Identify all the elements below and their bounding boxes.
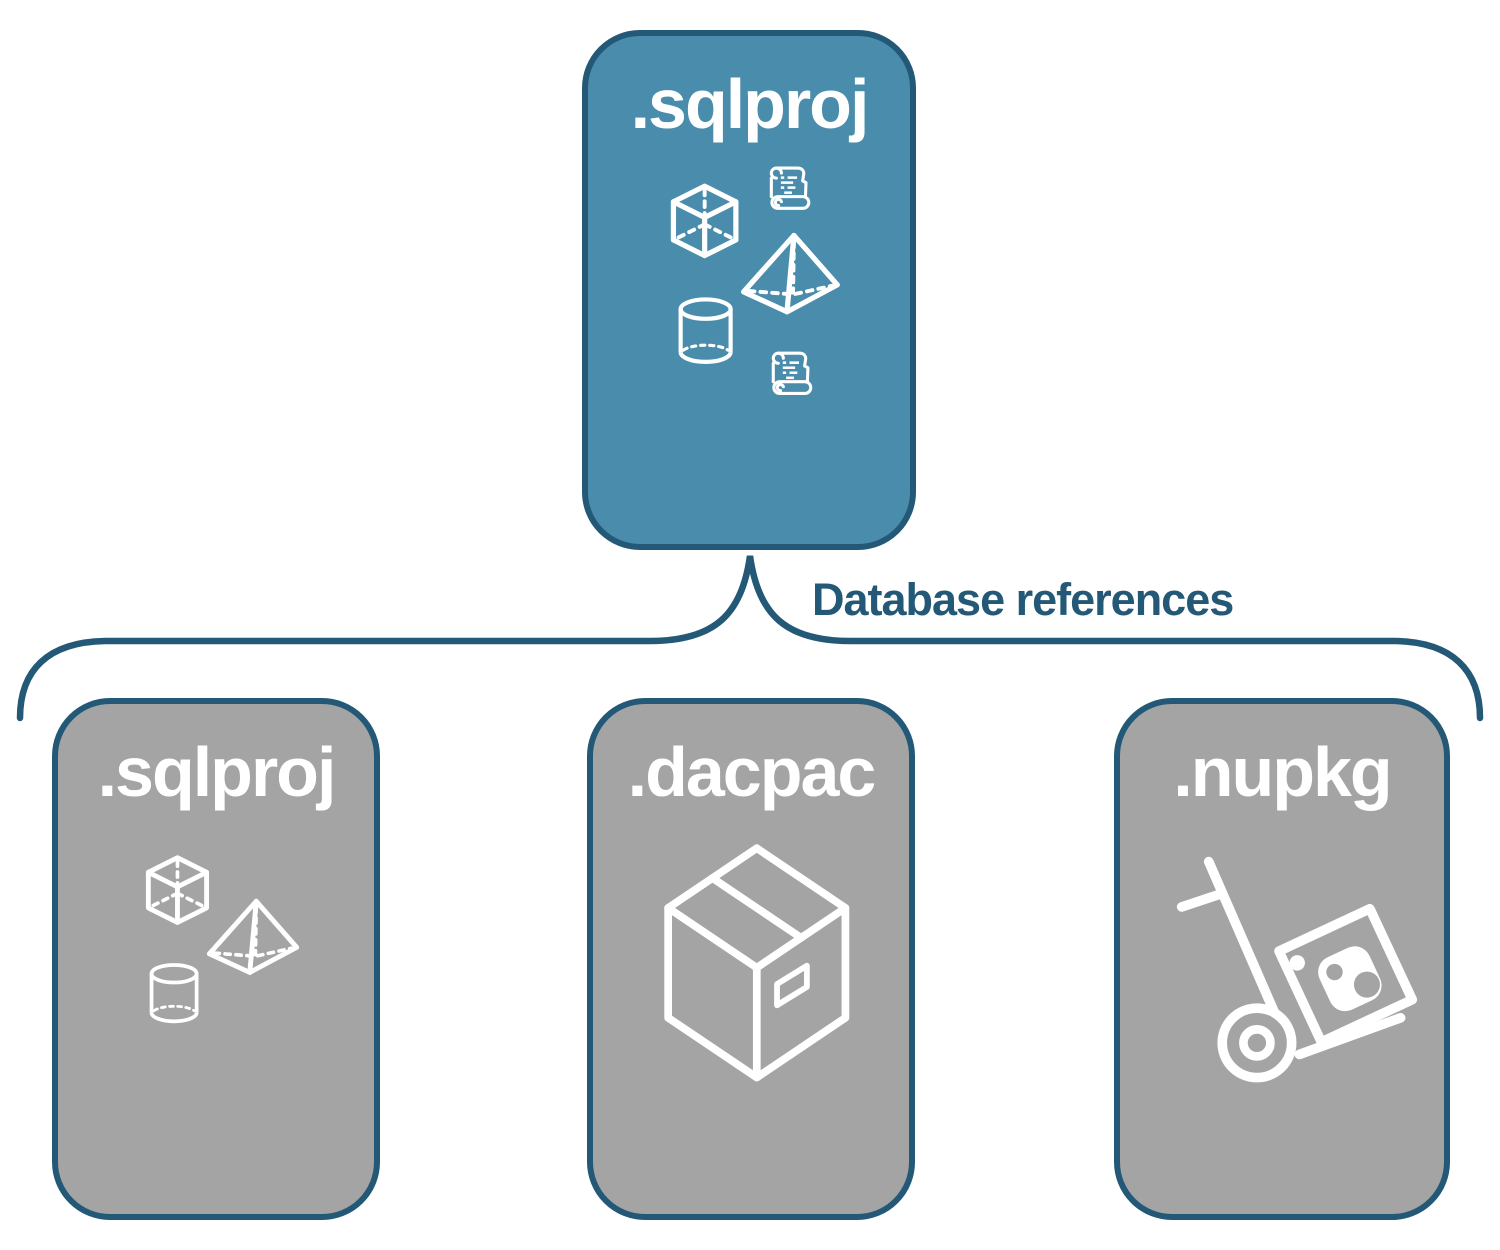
database-references-label: Database references [812,574,1234,625]
cube-icon [148,858,206,923]
hand-truck-package-icon [1182,862,1413,1078]
node-child-sqlproj: .sqlproj [52,698,380,1220]
node-root-sqlproj: .sqlproj [582,30,916,550]
node-root-label: .sqlproj [630,65,870,143]
node-child-label: .dacpac [627,733,877,811]
node-child-nupkg: .nupkg [1114,698,1450,1220]
scroll-icon [771,351,813,395]
dacpac-icon-cluster [593,704,909,1214]
node-child-dacpac: .dacpac [587,698,915,1220]
cylinder-icon [681,299,731,361]
sql-objects-icon-cluster [588,166,910,395]
cube-icon [673,186,735,255]
nupkg-icon-cluster [1120,704,1444,1214]
scroll-icon [769,166,811,210]
package-box-icon [668,848,845,1077]
node-child-label: .nupkg [1173,733,1392,811]
pyramid-icon [209,901,296,972]
node-child-label: .sqlproj [97,733,337,811]
pyramid-icon [744,235,838,311]
sql-objects-icon-cluster [58,704,374,1024]
cylinder-icon [149,963,199,1024]
